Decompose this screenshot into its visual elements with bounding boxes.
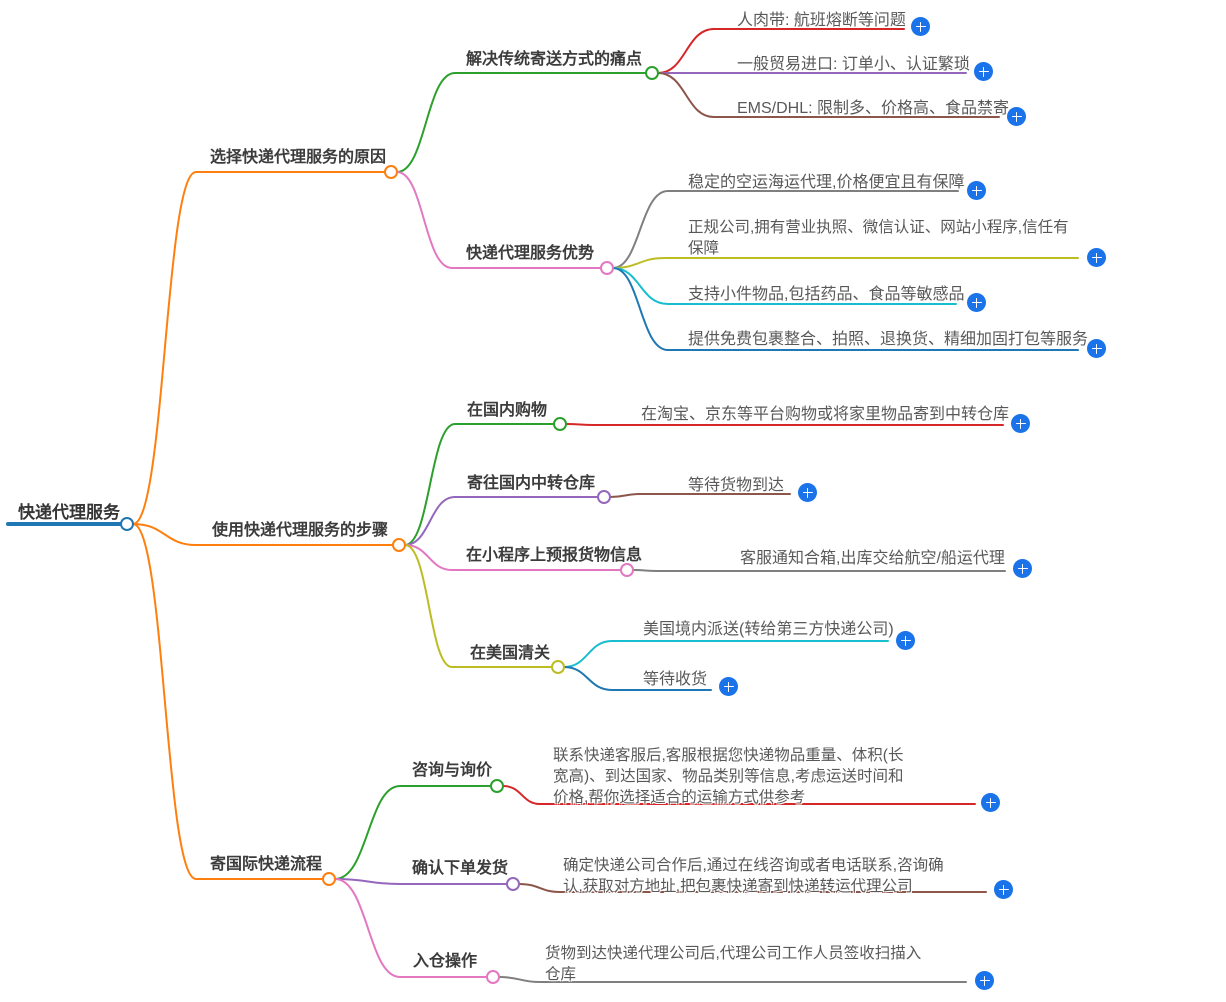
link-process-consult xyxy=(334,785,491,880)
link-process-confirm xyxy=(334,878,507,885)
node-label-ems[interactable]: EMS/DHL: 限制多、价格高、食品禁寄 xyxy=(737,100,1010,117)
link-root-process xyxy=(132,523,323,880)
node-label-miniprogram[interactable]: 在小程序上预报货物信息 xyxy=(466,547,643,564)
node-circle-shop[interactable] xyxy=(553,417,567,431)
link-advantages-licensed xyxy=(612,257,1079,269)
link-reasons-advantages xyxy=(396,171,601,269)
expand-plus-icon-small-items[interactable] xyxy=(967,293,986,312)
expand-plus-icon-notify[interactable] xyxy=(1013,559,1032,578)
link-confirm-detail xyxy=(518,883,987,893)
expand-plus-icon-delivery[interactable] xyxy=(896,631,915,650)
node-label-process[interactable]: 寄国际快递流程 xyxy=(210,856,323,873)
expand-plus-icon-stable[interactable] xyxy=(967,181,986,200)
link-consult-detail xyxy=(502,785,976,805)
link-miniprogram-notify xyxy=(632,569,1006,572)
node-label-receive[interactable]: 等待收货 xyxy=(643,671,708,688)
node-circle-steps[interactable] xyxy=(392,538,406,552)
node-label-stable[interactable]: 稳定的空运海运代理,价格便宜且有保障 xyxy=(688,174,965,191)
expand-plus-icon-licensed[interactable] xyxy=(1087,248,1106,267)
node-circle-painpoints[interactable] xyxy=(645,66,659,80)
link-warehouse-wait xyxy=(609,493,791,498)
expand-plus-icon-trade[interactable] xyxy=(974,62,993,81)
node-label-steps[interactable]: 使用快递代理服务的步骤 xyxy=(212,522,389,539)
link-root-steps xyxy=(132,523,393,546)
node-circle-warehouse[interactable] xyxy=(597,490,611,504)
link-entry-detail xyxy=(498,976,967,983)
node-label-shop[interactable]: 在国内购物 xyxy=(467,402,548,419)
node-circle-advantages[interactable] xyxy=(600,261,614,275)
link-shop-taobao xyxy=(565,423,1004,426)
node-circle-confirm[interactable] xyxy=(506,877,520,891)
link-customs-receive xyxy=(563,666,712,691)
node-circle-miniprogram[interactable] xyxy=(620,563,634,577)
node-label-wait[interactable]: 等待货物到达 xyxy=(688,477,785,494)
link-reasons-painpoints xyxy=(396,72,646,173)
expand-plus-icon-free-services[interactable] xyxy=(1087,339,1106,358)
node-label-licensed[interactable]: 正规公司,拥有营业执照、微信认证、网站小程序,信任有保障 xyxy=(688,219,1069,257)
node-label-entry[interactable]: 入仓操作 xyxy=(413,953,478,970)
expand-plus-icon-consult-detail[interactable] xyxy=(981,793,1000,812)
node-circle-entry[interactable] xyxy=(486,970,500,984)
node-circle-customs[interactable] xyxy=(551,660,565,674)
link-painpoints-carry xyxy=(657,28,905,74)
link-steps-miniprogram xyxy=(404,544,621,571)
node-label-customs[interactable]: 在美国清关 xyxy=(470,645,551,662)
node-circle-root[interactable] xyxy=(120,517,134,531)
link-advantages-stable xyxy=(612,190,959,269)
node-label-notify[interactable]: 客服通知合箱,出库交给航空/船运代理 xyxy=(740,550,1005,567)
node-label-warehouse[interactable]: 寄往国内中转仓库 xyxy=(467,475,596,492)
node-label-advantages[interactable]: 快递代理服务优势 xyxy=(466,245,595,262)
node-label-confirm[interactable]: 确认下单发货 xyxy=(412,860,509,877)
node-label-delivery[interactable]: 美国境内派送(转给第三方快递公司) xyxy=(643,621,894,638)
link-advantages-small-items xyxy=(612,267,957,305)
node-circle-reasons[interactable] xyxy=(384,165,398,179)
node-circle-consult[interactable] xyxy=(490,779,504,793)
link-steps-warehouse xyxy=(404,496,598,546)
expand-plus-icon-confirm-detail[interactable] xyxy=(994,880,1013,899)
node-label-entry-detail[interactable]: 货物到达快递代理公司后,代理公司工作人员签收扫描入仓库 xyxy=(545,945,922,983)
link-advantages-free-services xyxy=(612,267,1079,351)
expand-plus-icon-wait[interactable] xyxy=(798,483,817,502)
expand-plus-icon-entry-detail[interactable] xyxy=(975,971,994,990)
link-steps-shop xyxy=(404,423,554,546)
node-label-consult-detail[interactable]: 联系快递客服后,客服根据您快递物品重量、体积(长宽高)、到达国家、物品类别等信息… xyxy=(553,747,904,806)
node-label-reasons[interactable]: 选择快递代理服务的原因 xyxy=(210,149,387,166)
node-label-small-items[interactable]: 支持小件物品,包括药品、食品等敏感品 xyxy=(688,286,965,303)
link-customs-delivery xyxy=(563,640,889,668)
link-steps-customs xyxy=(404,544,552,668)
expand-plus-icon-carry[interactable] xyxy=(911,17,930,36)
node-label-confirm-detail[interactable]: 确定快递公司合作后,通过在线咨询或者电话联系,咨询确认,获取对方地址,把包裹快递… xyxy=(563,857,944,895)
expand-plus-icon-ems[interactable] xyxy=(1007,107,1026,126)
node-label-root[interactable]: 快递代理服务 xyxy=(18,503,120,522)
node-circle-process[interactable] xyxy=(322,872,336,886)
node-label-taobao[interactable]: 在淘宝、京东等平台购物或将家里物品寄到中转仓库 xyxy=(641,406,1010,423)
link-painpoints-ems xyxy=(657,72,1000,118)
link-root-reasons xyxy=(132,171,385,525)
node-label-carry[interactable]: 人肉带: 航班熔断等问题 xyxy=(737,12,906,29)
node-label-painpoints[interactable]: 解决传统寄送方式的痛点 xyxy=(466,51,643,68)
link-process-entry xyxy=(334,878,487,978)
node-label-trade[interactable]: 一般贸易进口: 订单小、认证繁琐 xyxy=(737,56,970,73)
node-label-consult[interactable]: 咨询与询价 xyxy=(412,762,493,779)
node-label-free-services[interactable]: 提供免费包裹整合、拍照、退换货、精细加固打包等服务 xyxy=(688,331,1089,348)
expand-plus-icon-taobao[interactable] xyxy=(1011,414,1030,433)
expand-plus-icon-receive[interactable] xyxy=(719,677,738,696)
